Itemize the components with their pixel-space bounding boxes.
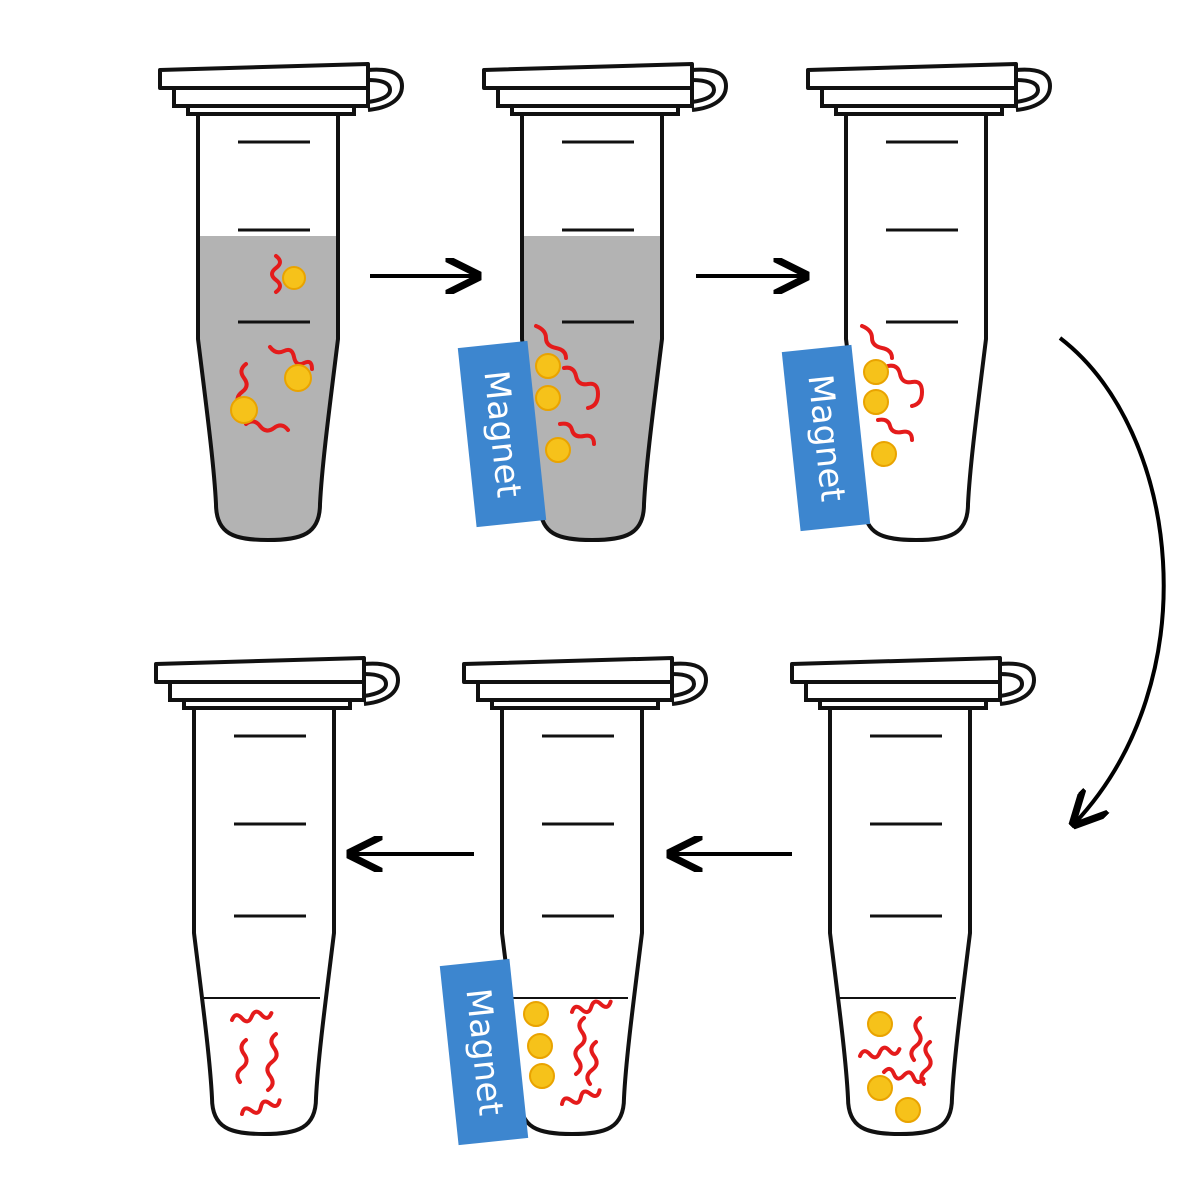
- magnetic-bead-icon: [230, 396, 258, 424]
- magnet-icon: Magnet: [781, 344, 871, 532]
- microcentrifuge-tube-icon: [482, 62, 728, 116]
- microcentrifuge-tube-icon: [154, 656, 400, 710]
- magnet-icon: Magnet: [457, 340, 547, 528]
- tube-step-separate: [462, 656, 708, 1136]
- bead-cluster: [534, 324, 601, 463]
- microcentrifuge-tube-icon: [158, 62, 404, 116]
- dna-strand-icon: [235, 1038, 249, 1084]
- tube-step-recover: [154, 656, 400, 1136]
- magnetic-bead-icon: [284, 364, 312, 392]
- free-dna: [558, 995, 614, 1110]
- magnetic-bead-icon: [545, 437, 571, 463]
- magnetic-bead-icon: [523, 1001, 549, 1027]
- tube-step-mix: [158, 62, 404, 542]
- magnetic-bead-icon: [535, 385, 561, 411]
- bead-dna-complex: [268, 345, 314, 392]
- microcentrifuge-tube-icon: [462, 656, 708, 710]
- magnetic-bead-icon: [863, 359, 889, 385]
- magnetic-bead-icon: [867, 1011, 893, 1037]
- liquid: [198, 236, 338, 540]
- magnetic-bead-icon: [895, 1097, 921, 1123]
- bead-dna-complex: [230, 362, 290, 433]
- bead-stack: [523, 1001, 555, 1089]
- dna-strand-icon: [919, 1040, 933, 1086]
- dna-strand-icon: [585, 1040, 599, 1086]
- magnetic-bead-icon: [535, 353, 561, 379]
- dna-strand-icon: [909, 1016, 923, 1062]
- bead-cluster: [860, 324, 925, 467]
- magnet-icon: Magnet: [439, 958, 529, 1146]
- dna-strand-icon: [857, 1043, 903, 1062]
- dna-strand-icon: [558, 1084, 603, 1110]
- dna-strand-icon: [573, 1016, 587, 1076]
- dna-strand-icon: [265, 1032, 279, 1092]
- beads-and-dna-mixed: [857, 1011, 933, 1123]
- free-dna: [229, 1007, 283, 1120]
- tube-step-wash: [806, 62, 1052, 542]
- arrow-icon: [1058, 336, 1166, 824]
- magnetic-bead-icon: [867, 1075, 893, 1101]
- bead-dna-complex: [270, 254, 306, 294]
- magnetic-bead-icon: [527, 1033, 553, 1059]
- dna-strand-icon: [568, 995, 614, 1018]
- tube-step-capture: [482, 62, 728, 542]
- magnetic-bead-icon: [529, 1063, 555, 1089]
- microcentrifuge-tube-icon: [790, 656, 1036, 710]
- magnetic-bead-icon: [871, 441, 897, 467]
- tube-step-elute: [790, 656, 1036, 1136]
- microcentrifuge-tube-icon: [806, 62, 1052, 116]
- magnetic-bead-icon: [863, 389, 889, 415]
- magnetic-bead-icon: [282, 266, 306, 290]
